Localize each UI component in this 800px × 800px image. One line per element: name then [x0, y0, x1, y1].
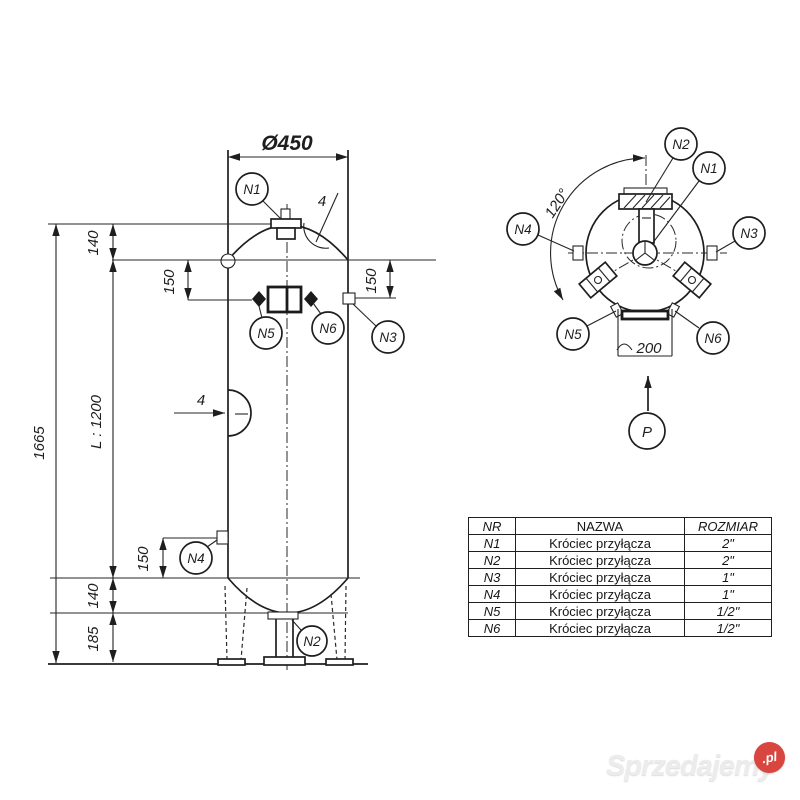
weld-mid-label: 4 — [197, 392, 205, 409]
cell-nazwa: Króciec przyłącza — [515, 585, 685, 603]
balloon-n3-front-label: N3 — [379, 330, 397, 345]
balloon-n4-top: N4 — [506, 212, 575, 252]
cell-rozmiar: 2" — [684, 551, 772, 569]
balloon-n5-top: N5 — [556, 310, 617, 351]
balloon-n1-front-label: N1 — [243, 182, 260, 197]
table-row: N4 Króciec przyłącza 1" — [468, 585, 772, 603]
balloon-n6-top-label: N6 — [704, 331, 722, 346]
balloon-n3-top-label: N3 — [740, 226, 758, 241]
diameter-dimension: Ø450 — [228, 132, 348, 161]
balloon-n4-top-label: N4 — [514, 222, 531, 237]
extension-lines — [48, 223, 436, 665]
neck-dimensions: 150 150 — [161, 260, 396, 301]
dim-140-bottom: 140 — [85, 583, 102, 609]
balloon-n1-top: N1 — [651, 151, 726, 245]
watermark-brand: Sprzedajemy — [606, 750, 775, 782]
balloon-n6-top: N6 — [674, 310, 730, 355]
balloon-n1-top-label: N1 — [700, 161, 717, 176]
table-row: N5 Króciec przyłącza 1/2" — [468, 602, 772, 620]
balloon-n6-front: N6 — [311, 302, 345, 345]
vertical-dimensions: 140 L : 1200 1665 140 185 — [31, 224, 117, 663]
nozzle-n4: 150 — [135, 530, 229, 578]
cell-nr: N4 — [468, 585, 516, 603]
balloon-n5-front: N5 — [249, 305, 283, 350]
cell-nr: N5 — [468, 602, 516, 620]
balloon-n2-front-label: N2 — [303, 634, 321, 649]
support-legs — [217, 585, 354, 666]
coupling-block — [252, 285, 318, 314]
nozzle-n3 — [342, 292, 356, 305]
cell-rozmiar: 2" — [684, 534, 772, 552]
header-rozmiar: ROZMIAR — [684, 517, 772, 535]
parts-table: NR NAZWA ROZMIAR N1 Króciec przyłącza 2"… — [468, 517, 772, 637]
front-view: Ø450 N1 — [31, 132, 436, 670]
arc-symbol — [616, 343, 633, 351]
stub-n3-top — [706, 245, 718, 261]
balloon-n6-front-label: N6 — [319, 321, 337, 336]
tangent-weld-circle — [220, 253, 236, 269]
dim-140-top: 140 — [85, 230, 102, 256]
cell-rozmiar: 1/2" — [684, 619, 772, 637]
balloon-n1-front: N1 — [235, 172, 282, 220]
left-foot-plate — [217, 658, 246, 666]
balloon-n3-front: N3 — [352, 303, 405, 354]
dim-l1200: L : 1200 — [88, 394, 105, 449]
cell-nazwa: Króciec przyłącza — [515, 602, 685, 620]
arc-200-label: 200 — [635, 340, 662, 357]
cell-rozmiar: 1" — [684, 568, 772, 586]
pressure-label: P — [642, 424, 652, 441]
leg-lug-right — [671, 260, 713, 300]
cell-nr: N3 — [468, 568, 516, 586]
pressure-indicator: P — [628, 376, 666, 450]
balloon-n4-front-label: N4 — [187, 551, 204, 566]
table-row: N3 Króciec przyłącza 1" — [468, 568, 772, 586]
n5-valve-diamond — [252, 291, 266, 307]
right-foot-plate — [325, 658, 354, 666]
table-row: N1 Króciec przyłącza 2" — [468, 534, 772, 552]
cell-nazwa: Króciec przyłącza — [515, 534, 685, 552]
dim-150-left: 150 — [161, 269, 178, 295]
header-nr: NR — [468, 517, 516, 535]
dim-150-n4: 150 — [135, 546, 152, 572]
balloon-n4-front: N4 — [179, 539, 218, 575]
cell-nr: N1 — [468, 534, 516, 552]
dim-185: 185 — [85, 626, 102, 652]
diameter-label: Ø450 — [261, 132, 313, 155]
angle-120-label: 120° — [542, 186, 573, 221]
cell-nr: N6 — [468, 619, 516, 637]
weld-top-label: 4 — [318, 193, 326, 210]
dim-150-right: 150 — [363, 268, 380, 294]
cell-nazwa: Króciec przyłącza — [515, 568, 685, 586]
weld-callout-mid: 4 — [174, 389, 252, 437]
weld-callout-top: 4 — [303, 192, 339, 249]
stub-n4-top — [572, 245, 584, 261]
nozzle-n1 — [270, 208, 302, 240]
dim-1665: 1665 — [31, 426, 48, 460]
balloon-n2-front: N2 — [291, 619, 328, 657]
balloon-n3-top: N3 — [715, 216, 766, 253]
table-row: N6 Króciec przyłącza 1/2" — [468, 619, 772, 637]
cell-nazwa: Króciec przyłącza — [515, 551, 685, 569]
balloon-n5-front-label: N5 — [257, 326, 275, 341]
balloon-n2-top: N2 — [645, 127, 698, 203]
cell-rozmiar: 1" — [684, 585, 772, 603]
watermark: Sprzedajemy .pl — [598, 739, 798, 792]
top-view: 120° 200 P N2 N1 — [506, 127, 766, 450]
vessel-drawing-svg: Ø450 N1 — [31, 127, 766, 670]
n6-valve-diamond — [304, 291, 318, 307]
arc-length-dimension: 200 — [616, 309, 673, 357]
nozzle-n2 — [263, 611, 306, 666]
cell-nazwa: Króciec przyłącza — [515, 619, 685, 637]
balloon-n5-top-label: N5 — [564, 327, 582, 342]
table-row: N2 Króciec przyłącza 2" — [468, 551, 772, 569]
table-header-row: NR NAZWA ROZMIAR — [468, 517, 772, 535]
balloon-n2-top-label: N2 — [672, 137, 690, 152]
cell-nr: N2 — [468, 551, 516, 569]
cell-rozmiar: 1/2" — [684, 602, 772, 620]
header-nazwa: NAZWA — [515, 517, 685, 535]
